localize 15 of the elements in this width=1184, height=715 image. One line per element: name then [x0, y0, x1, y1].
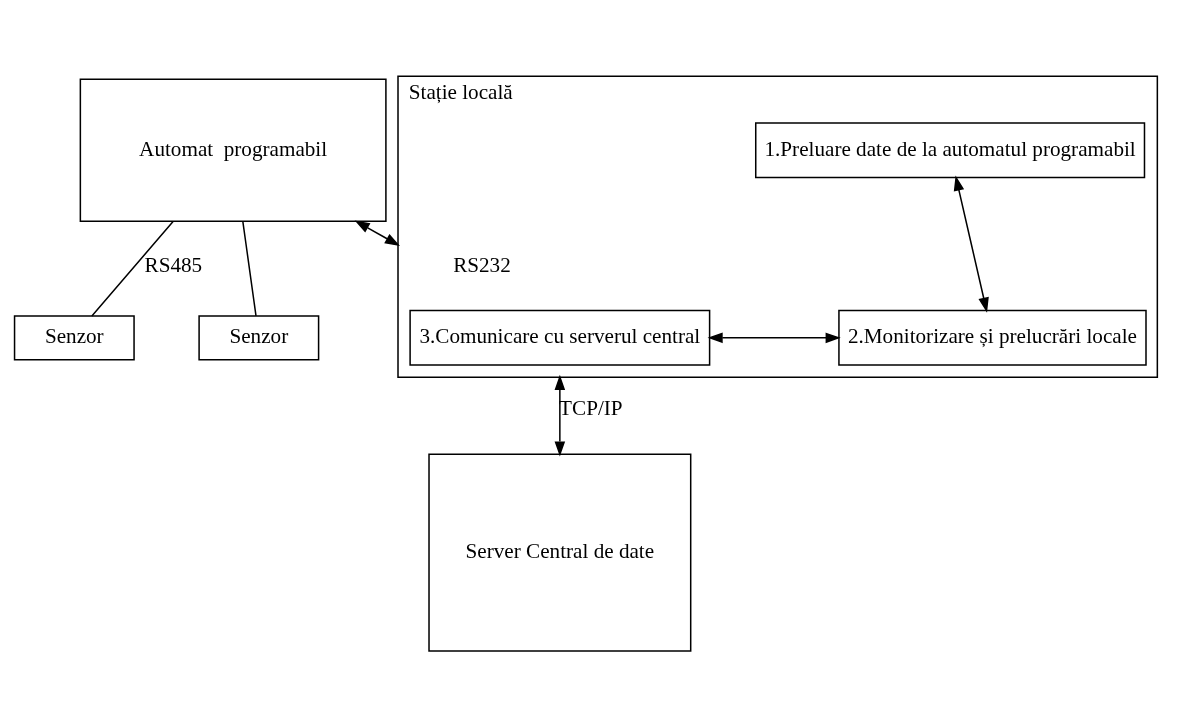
node-box: 2.Monitorizare și prelucrări locale — [838, 309, 1147, 366]
connector — [242, 220, 257, 317]
edge-label: RS485 — [144, 252, 203, 277]
node-box: 3.Comunicare cu serverul central — [409, 309, 711, 366]
node-box: Server Central de date — [428, 453, 692, 652]
node-box: Senzor — [13, 315, 135, 361]
arrow — [953, 175, 989, 313]
edge-label: RS232 — [453, 252, 511, 277]
node-box: Automat programabil — [79, 78, 387, 223]
arrow — [354, 220, 400, 247]
node-box: Senzor — [198, 315, 320, 361]
arrow — [707, 332, 841, 344]
connector — [91, 220, 174, 317]
arrow — [554, 374, 566, 457]
node-box: 1.Preluare date de la automatul programabil — [755, 122, 1146, 179]
